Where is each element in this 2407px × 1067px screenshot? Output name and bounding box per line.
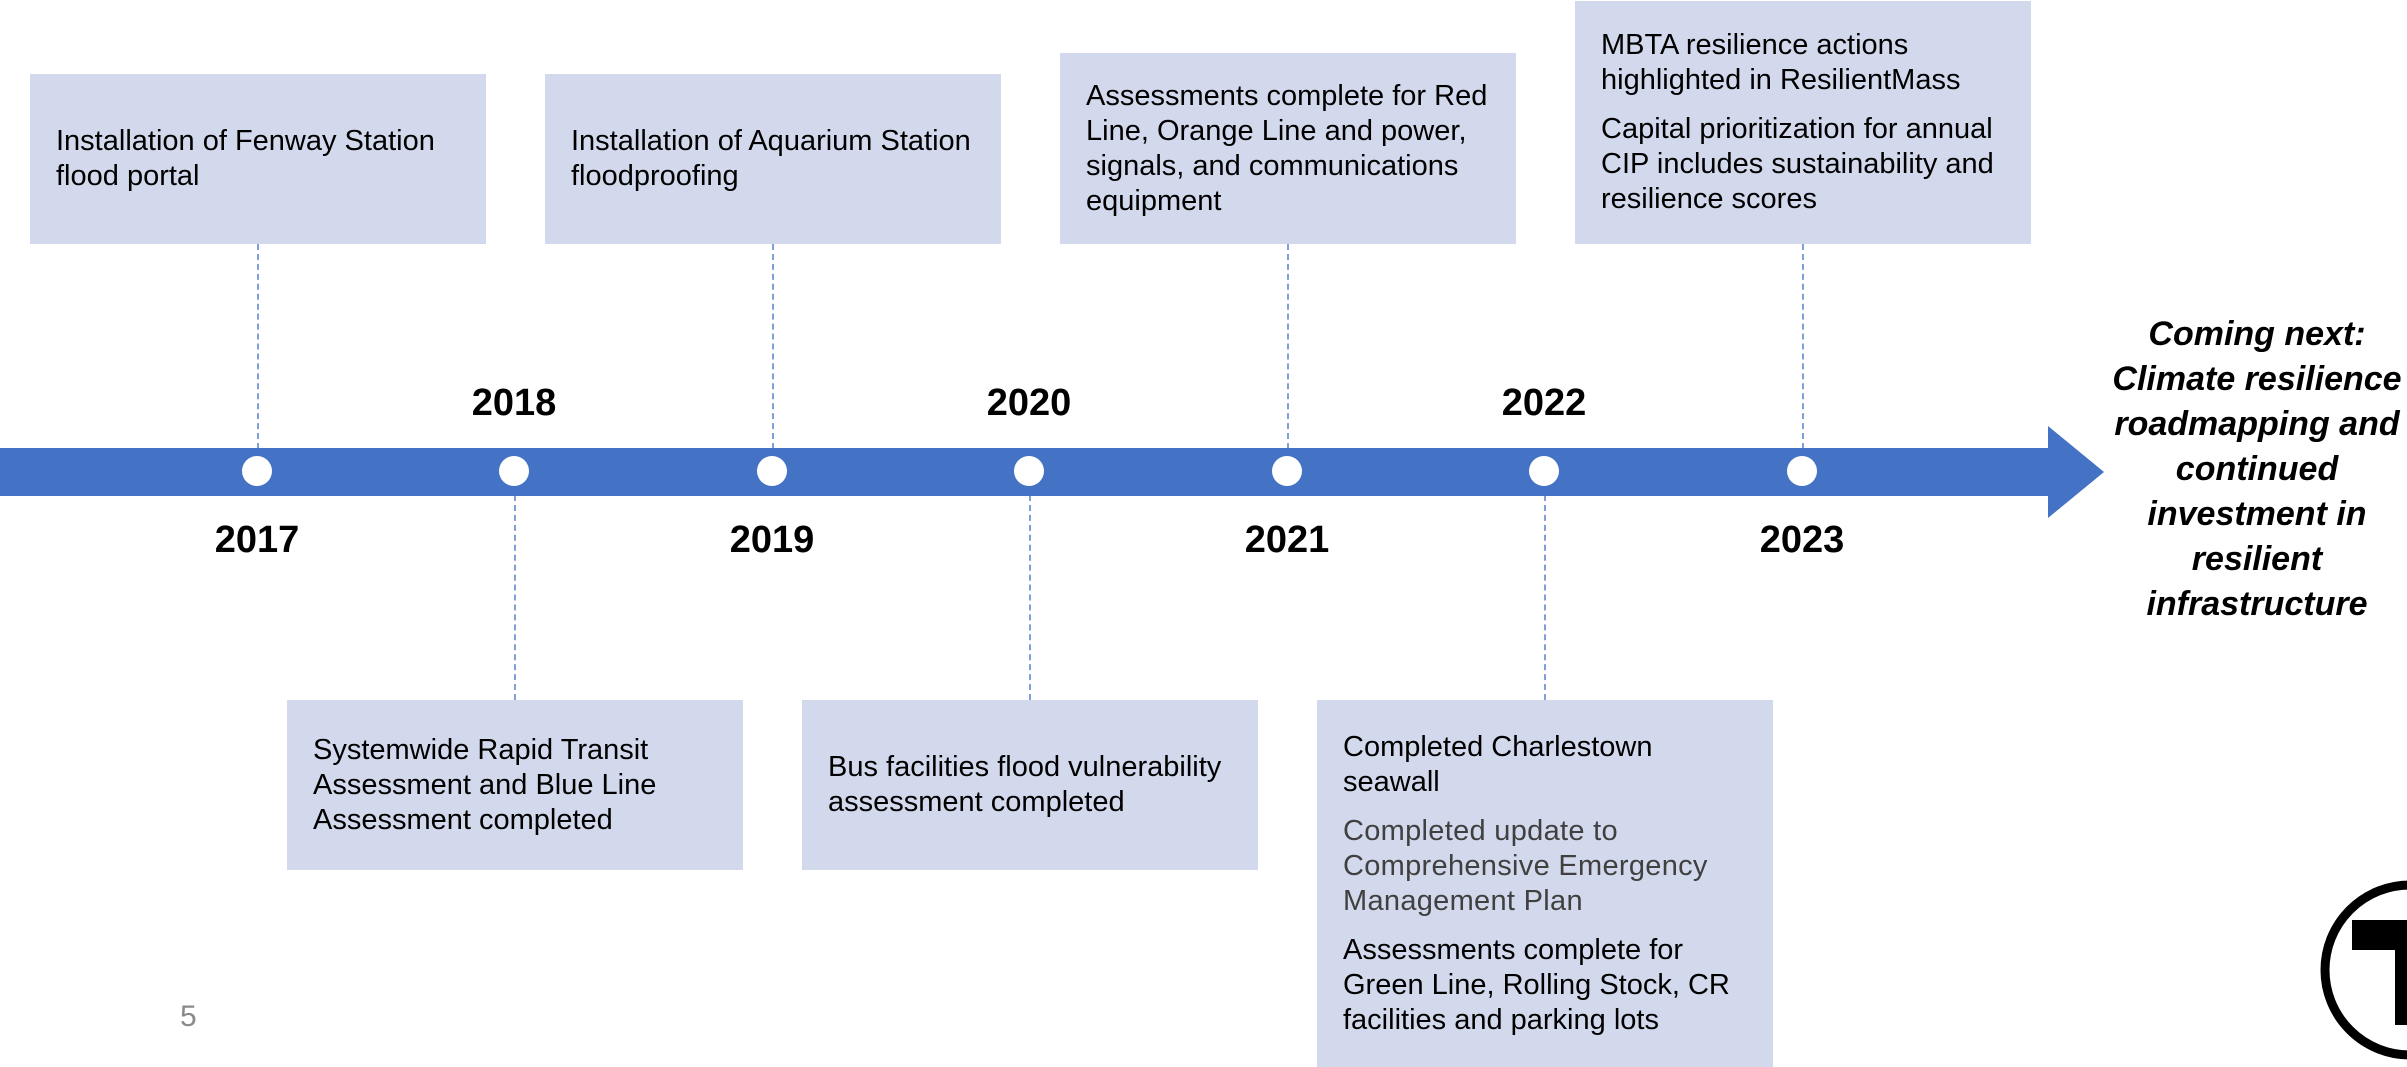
event-text: Bus facilities flood vulnerability asses… (828, 751, 1222, 818)
event-text: Installation of Aquarium Station floodpr… (571, 125, 971, 192)
connector-2017 (257, 244, 259, 449)
year-label-2023: 2023 (1759, 519, 1845, 561)
connector-2021 (1287, 244, 1289, 449)
event-text: Capital prioritization for annual CIP in… (1601, 113, 1994, 215)
timeline-dot-2020 (1014, 456, 1044, 486)
event-box-2021: Assessments complete for Red Line, Orang… (1060, 53, 1516, 244)
event-text: Completed update to Comprehensive Emerge… (1343, 814, 1708, 917)
event-box-2018: Systemwide Rapid Transit Assessment and … (287, 700, 743, 870)
event-text: Systemwide Rapid Transit Assessment and … (313, 733, 657, 836)
timeline-arrow-head (2048, 426, 2104, 518)
event-text: Assessments complete for Red Line, Orang… (1086, 79, 1488, 217)
year-label-2022: 2022 (1501, 382, 1587, 424)
connector-2020 (1029, 495, 1031, 700)
page-number: 5 (180, 1000, 197, 1033)
connector-2019 (772, 244, 774, 449)
timeline-dot-2023 (1787, 456, 1817, 486)
mbta-t-logo-icon (2320, 880, 2407, 1060)
event-box-2017: Installation of Fenway Station flood por… (30, 74, 486, 244)
event-box-2022: Completed Charlestown seawall Completed … (1317, 700, 1773, 1067)
event-box-2019: Installation of Aquarium Station floodpr… (545, 74, 1001, 244)
event-text: Completed Charlestown seawall (1343, 730, 1653, 798)
event-box-2023: MBTA resilience actions highlighted in R… (1575, 1, 2031, 244)
event-text: MBTA resilience actions highlighted in R… (1601, 29, 1961, 96)
year-label-2018: 2018 (471, 382, 557, 424)
event-text: Assessments complete for Green Line, Rol… (1343, 933, 1730, 1036)
connector-2022 (1544, 495, 1546, 700)
coming-next-text: Coming next: Climate resilience roadmapp… (2112, 315, 2402, 623)
timeline-dot-2019 (757, 456, 787, 486)
connector-2023 (1802, 244, 1804, 449)
year-label-2017: 2017 (214, 519, 300, 561)
timeline-dot-2017 (242, 456, 272, 486)
event-text: Installation of Fenway Station flood por… (56, 125, 435, 192)
timeline-dot-2021 (1272, 456, 1302, 486)
event-box-2020: Bus facilities flood vulnerability asses… (802, 700, 1258, 870)
timeline-dot-2022 (1529, 456, 1559, 486)
year-label-2019: 2019 (729, 519, 815, 561)
timeline-dot-2018 (499, 456, 529, 486)
year-label-2021: 2021 (1244, 519, 1330, 561)
connector-2018 (514, 495, 516, 700)
year-label-2020: 2020 (986, 382, 1072, 424)
